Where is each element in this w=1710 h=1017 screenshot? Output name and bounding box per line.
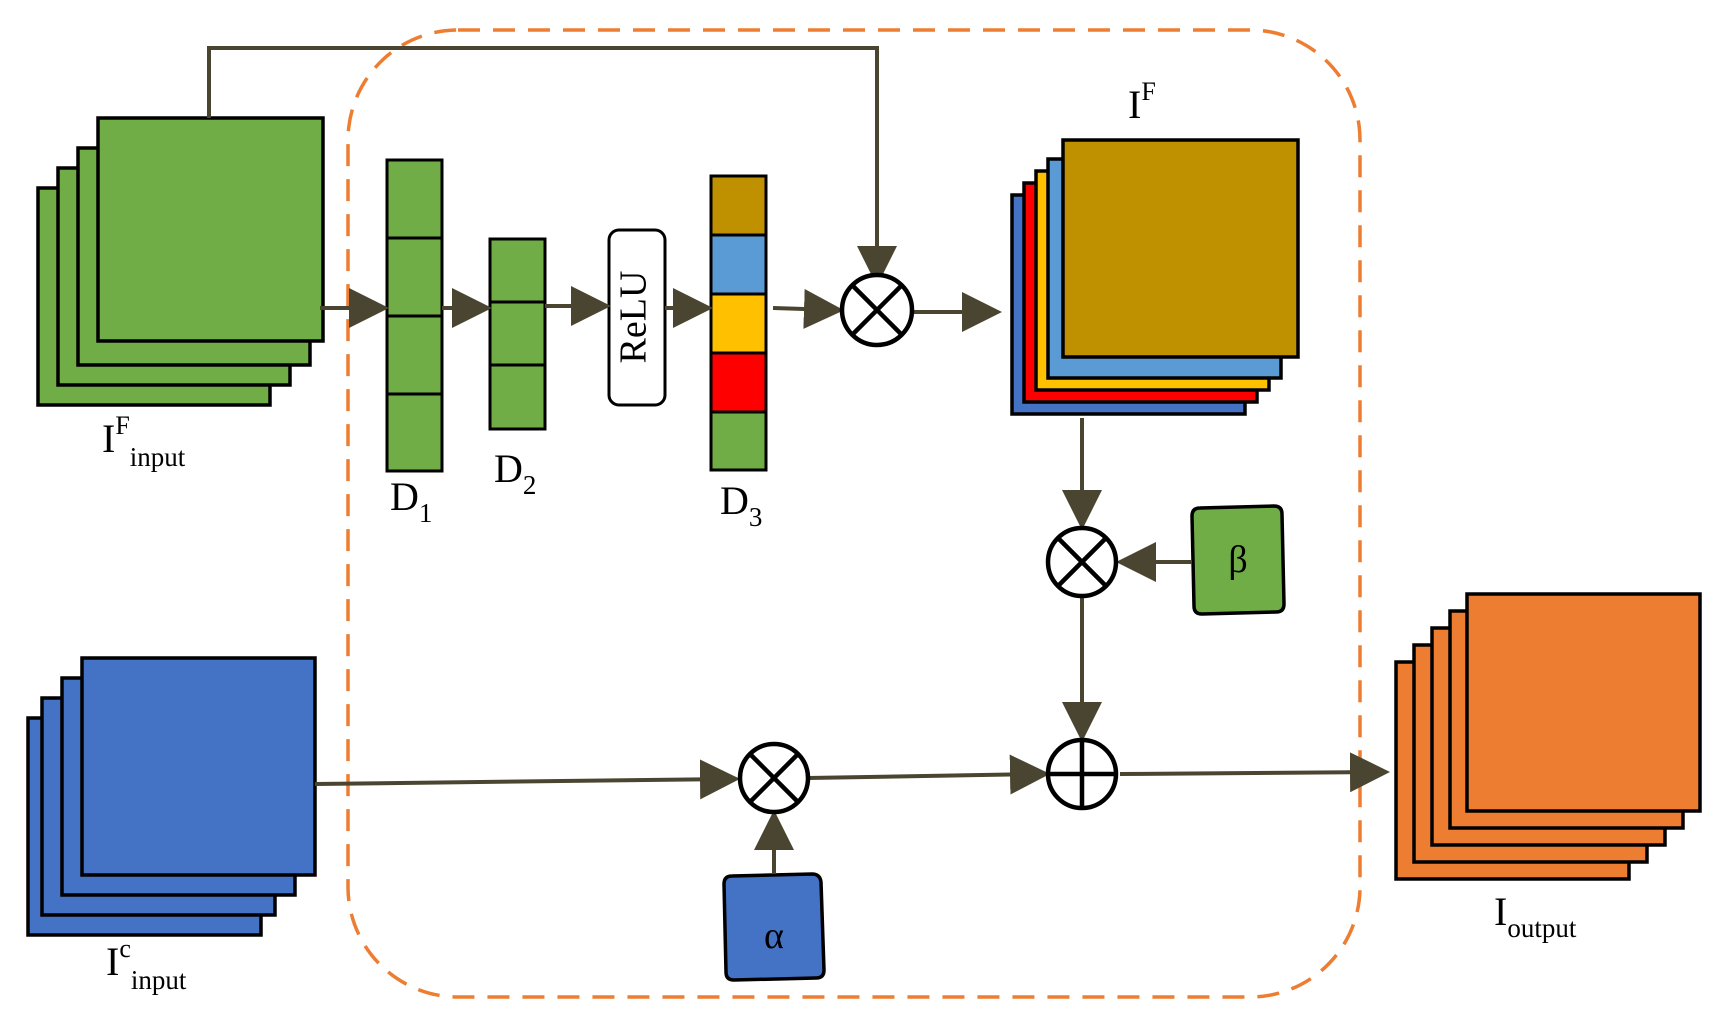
skip-connection-arrow — [207, 46, 897, 286]
feature-f-stack — [1010, 138, 1300, 416]
feature-f-label: IF — [1128, 77, 1156, 127]
multiply-operator-2 — [1045, 525, 1119, 599]
module-dashed-boundary — [346, 28, 1362, 999]
input-c-label: Icinput — [106, 934, 187, 995]
arrow-multiply3-to-add — [807, 754, 1050, 795]
multiply-operator-3 — [737, 741, 811, 815]
d3-segment-3 — [709, 292, 768, 355]
d3-segment-5 — [709, 410, 768, 472]
multiply-operator-1 — [839, 272, 915, 348]
d3-segment-1 — [709, 174, 768, 237]
connectors — [207, 46, 1390, 874]
arrow-add-to-output — [1119, 752, 1390, 793]
d3-vector — [709, 174, 768, 472]
input-c-stack — [26, 656, 317, 937]
arrow-d3-to-multiply — [772, 288, 844, 329]
input-f-label: IFinput — [102, 411, 186, 472]
beta-param: β — [1190, 504, 1286, 616]
relu-label: ReLU — [613, 271, 655, 364]
d2-label: D2 — [494, 446, 536, 500]
arrow-input-c-to-multiply3 — [314, 759, 740, 800]
feature-layer-5 — [1061, 138, 1300, 359]
output-stack — [1394, 592, 1702, 881]
beta-label: β — [1228, 539, 1247, 581]
alpha-label: α — [764, 915, 784, 957]
alpha-param: α — [722, 872, 826, 982]
d1-label: D1 — [390, 474, 432, 528]
d3-label: D3 — [720, 478, 762, 532]
d2-vector — [488, 237, 547, 431]
input-f-stack — [36, 116, 325, 407]
d3-segment-2 — [709, 233, 768, 296]
d3-segment-4 — [709, 351, 768, 414]
d1-vector — [385, 158, 444, 473]
add-operator — [1045, 737, 1119, 811]
relu-block: ReLU — [607, 228, 667, 407]
output-label: Ioutput — [1494, 889, 1577, 943]
